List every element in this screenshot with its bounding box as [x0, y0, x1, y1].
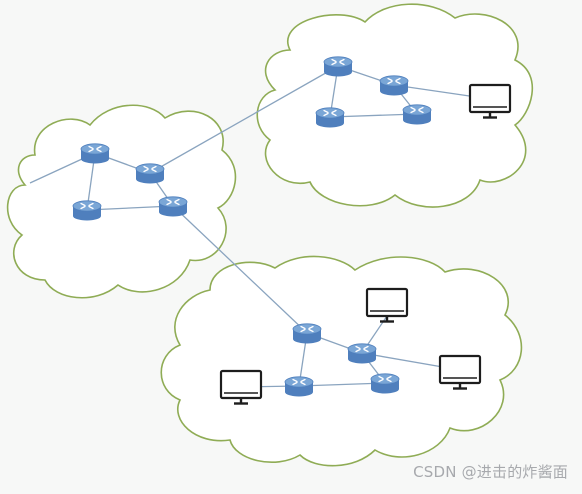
watermark-text: CSDN @进击的炸酱面: [413, 463, 568, 481]
monitor-icon: [365, 287, 409, 323]
router-icon: [379, 75, 409, 97]
router-icon: [80, 143, 110, 165]
monitor-icon: [219, 369, 263, 405]
router-icon: [402, 104, 432, 126]
router-icon: [284, 376, 314, 398]
router-icon: [315, 107, 345, 129]
cloud-left: [6, 104, 237, 299]
router-icon: [158, 196, 188, 218]
router-icon: [323, 56, 353, 78]
router-icon: [72, 200, 102, 222]
cloud-bottom: [160, 255, 523, 467]
router-icon: [347, 343, 377, 365]
monitor-icon: [438, 354, 482, 390]
monitor-icon: [468, 83, 512, 119]
network-clouds: [6, 3, 534, 467]
router-icon: [370, 373, 400, 395]
router-icon: [135, 163, 165, 185]
cloud-top-right: [256, 3, 534, 208]
router-icon: [292, 323, 322, 345]
